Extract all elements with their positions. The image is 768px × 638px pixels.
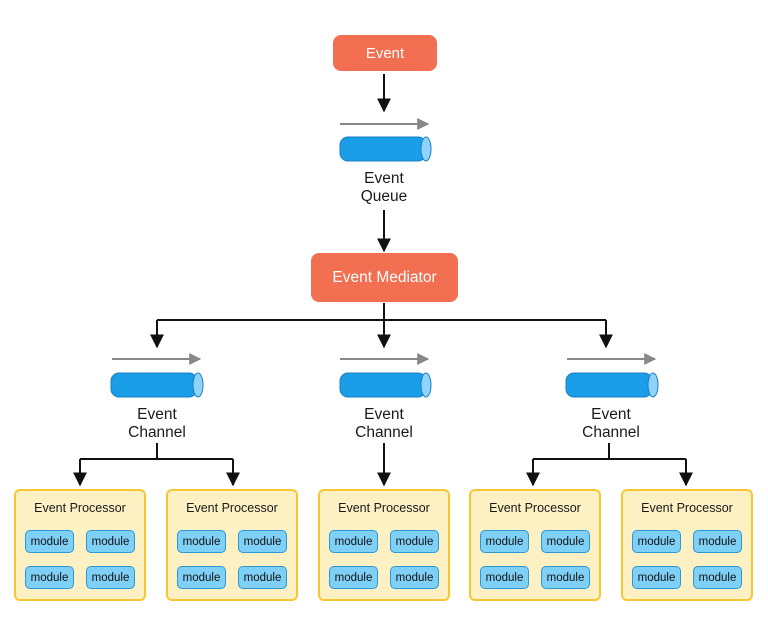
channel-label-2: Event Channel: [329, 406, 439, 442]
event-mediator-node: Event Mediator: [311, 253, 458, 302]
module-box: module: [632, 530, 681, 553]
module-box: module: [693, 566, 742, 589]
channel-label-line2: Channel: [355, 424, 413, 441]
module-box: module: [25, 530, 74, 553]
queue-label: Event Queue: [329, 170, 439, 206]
channel-label-3: Event Channel: [556, 406, 666, 442]
module-box: module: [25, 566, 74, 589]
module-box: module: [238, 530, 287, 553]
event-processor-4: Event Processor module module module mod…: [469, 489, 601, 601]
channel-pipe-icon: [110, 353, 204, 398]
event-processor-5: Event Processor module module module mod…: [621, 489, 753, 601]
event-processor-2: Event Processor module module module mod…: [166, 489, 298, 601]
event-processor-3: Event Processor module module module mod…: [318, 489, 450, 601]
channel-pipe-icon: [339, 353, 432, 398]
event-processor-title: Event Processor: [186, 501, 278, 515]
channel-label-line2: Channel: [128, 424, 186, 441]
channel-label-1: Event Channel: [102, 406, 212, 442]
channel-label-line1: Event: [591, 406, 631, 423]
connector-channel-1-to-processors: [73, 443, 240, 487]
channel-label-line1: Event: [137, 406, 177, 423]
module-box: module: [177, 530, 226, 553]
queue-pipe-icon: [339, 118, 432, 162]
module-box: module: [541, 566, 590, 589]
connector-channel-3-to-processors: [526, 443, 693, 487]
module-box: module: [329, 566, 378, 589]
module-box: module: [480, 530, 529, 553]
module-box: module: [177, 566, 226, 589]
module-box: module: [238, 566, 287, 589]
module-box: module: [632, 566, 681, 589]
channel-label-line1: Event: [364, 406, 404, 423]
module-box: module: [693, 530, 742, 553]
event-processor-title: Event Processor: [641, 501, 733, 515]
queue-label-line2: Queue: [360, 188, 408, 205]
connector-mediator-to-channels: [150, 303, 613, 349]
module-box: module: [541, 530, 590, 553]
queue-label-line1: Event: [364, 170, 404, 187]
event-node: Event: [333, 35, 437, 71]
event-processor-1: Event Processor module module module mod…: [14, 489, 146, 601]
module-box: module: [329, 530, 378, 553]
event-processor-title: Event Processor: [34, 501, 126, 515]
module-box: module: [390, 530, 439, 553]
event-processor-title: Event Processor: [338, 501, 430, 515]
module-box: module: [86, 566, 135, 589]
event-processor-title: Event Processor: [489, 501, 581, 515]
channel-label-line2: Channel: [582, 424, 640, 441]
module-box: module: [390, 566, 439, 589]
channel-pipe-icon: [565, 353, 659, 398]
module-box: module: [480, 566, 529, 589]
module-box: module: [86, 530, 135, 553]
